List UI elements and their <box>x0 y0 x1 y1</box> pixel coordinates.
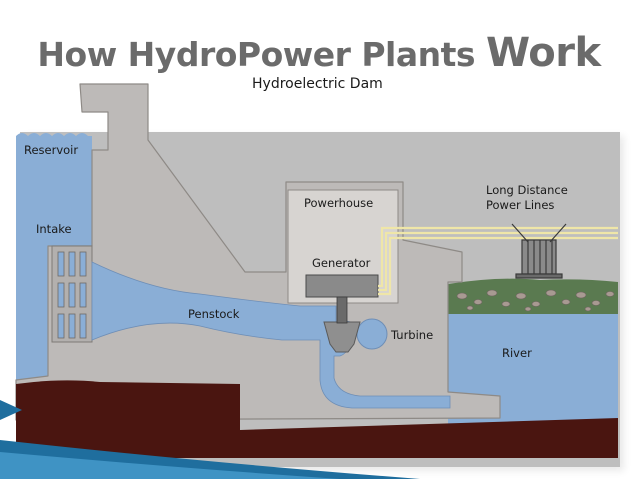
generator-shaft <box>336 296 348 324</box>
riverbank-stones <box>456 289 615 312</box>
penstock-channel <box>91 261 451 409</box>
label-penstock: Penstock <box>188 307 240 321</box>
slide-title-emphasis: Work <box>486 30 601 76</box>
label-turbine: Turbine <box>391 328 434 342</box>
slide-accent <box>0 400 420 479</box>
turbine-runner <box>323 321 361 353</box>
slide-title-main: How HydroPower Plants <box>37 35 487 74</box>
label-power-lines-1: Long Distance <box>486 183 568 197</box>
label-intake: Intake <box>36 222 72 236</box>
label-reservoir: Reservoir <box>24 143 79 157</box>
label-powerhouse: Powerhouse <box>304 196 374 210</box>
label-power-lines-2: Power Lines <box>486 198 555 212</box>
power-lines <box>378 226 618 296</box>
intake-slots <box>57 251 87 339</box>
label-river: River <box>502 346 532 360</box>
turbine-scroll-case <box>356 318 388 350</box>
slide-accent-light <box>0 452 340 479</box>
slide-title: How HydroPower Plants Work <box>0 30 638 76</box>
riverbank <box>448 278 618 314</box>
diagram-subtitle: Hydroelectric Dam <box>252 76 383 92</box>
transmission-tower <box>511 223 567 279</box>
generator-housing <box>305 274 379 298</box>
ground <box>16 380 618 458</box>
label-generator: Generator <box>312 256 371 270</box>
